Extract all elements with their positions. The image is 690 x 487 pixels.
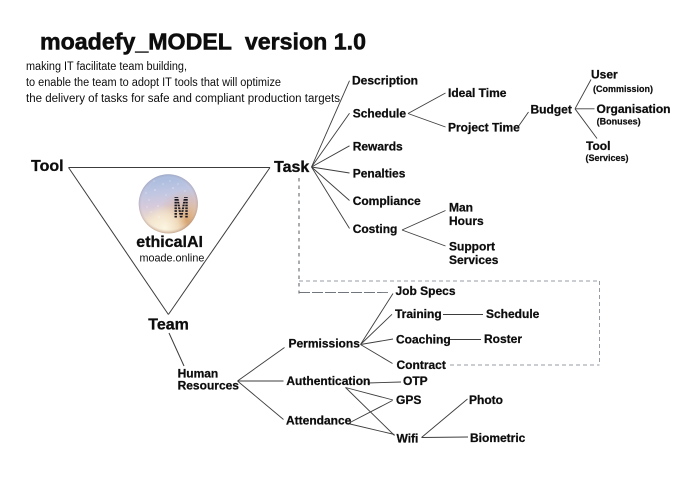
- svg-text:Task: Task: [274, 159, 309, 176]
- svg-text:(Bonuses): (Bonuses): [597, 117, 641, 127]
- svg-text:Coaching: Coaching: [396, 332, 451, 346]
- svg-text:Penalties: Penalties: [353, 167, 406, 181]
- svg-text:Schedule: Schedule: [486, 307, 540, 321]
- svg-text:Training: Training: [395, 307, 442, 321]
- svg-text:moade.online: moade.online: [140, 253, 205, 265]
- svg-text:Roster: Roster: [484, 332, 522, 346]
- svg-text:Organisation: Organisation: [597, 102, 671, 116]
- svg-text:Costing: Costing: [353, 222, 398, 236]
- svg-text:making IT facilitate team buil: making IT facilitate team building,: [26, 61, 187, 73]
- svg-text:GPS: GPS: [396, 393, 421, 407]
- svg-text:Project Time: Project Time: [448, 121, 520, 135]
- svg-text:(Commission): (Commission): [593, 84, 653, 94]
- svg-text:Contract: Contract: [397, 358, 446, 372]
- svg-text:Description: Description: [352, 73, 418, 87]
- svg-text:Rewards: Rewards: [353, 139, 403, 153]
- svg-text:Job Specs: Job Specs: [396, 284, 456, 298]
- svg-text:M: M: [173, 189, 189, 225]
- svg-text:Human: Human: [178, 367, 219, 381]
- svg-text:(Services): (Services): [586, 153, 629, 163]
- svg-text:Attendance: Attendance: [286, 414, 352, 428]
- svg-text:Photo: Photo: [469, 393, 503, 407]
- svg-text:Authentication: Authentication: [286, 374, 370, 388]
- svg-text:User: User: [591, 67, 618, 81]
- svg-text:ethicalAI: ethicalAI: [136, 234, 203, 251]
- svg-text:Permissions: Permissions: [289, 337, 361, 351]
- svg-text:Resources: Resources: [178, 378, 240, 392]
- svg-text:Biometric: Biometric: [470, 431, 526, 445]
- svg-text:Support: Support: [449, 240, 495, 254]
- svg-text:Tool: Tool: [586, 139, 610, 153]
- svg-text:to enable the team to adopt IT: to enable the team to adopt IT tools tha…: [26, 77, 281, 89]
- svg-text:Services: Services: [449, 253, 499, 267]
- svg-text:Ideal Time: Ideal Time: [448, 86, 507, 100]
- svg-text:Man: Man: [449, 201, 473, 215]
- svg-text:Budget: Budget: [531, 102, 572, 116]
- svg-text:Hours: Hours: [449, 214, 484, 228]
- svg-text:Team: Team: [148, 317, 189, 334]
- svg-text:the delivery of tasks for safe: the delivery of tasks for safe and compl…: [26, 93, 340, 105]
- svg-text:Tool: Tool: [31, 158, 64, 175]
- svg-text:Wifi: Wifi: [397, 432, 419, 446]
- svg-text:moadefy_MODEL version 1.0: moadefy_MODEL version 1.0: [40, 29, 366, 55]
- svg-text:Schedule: Schedule: [353, 107, 407, 121]
- svg-text:Compliance: Compliance: [353, 194, 421, 208]
- svg-text:OTP: OTP: [403, 374, 428, 388]
